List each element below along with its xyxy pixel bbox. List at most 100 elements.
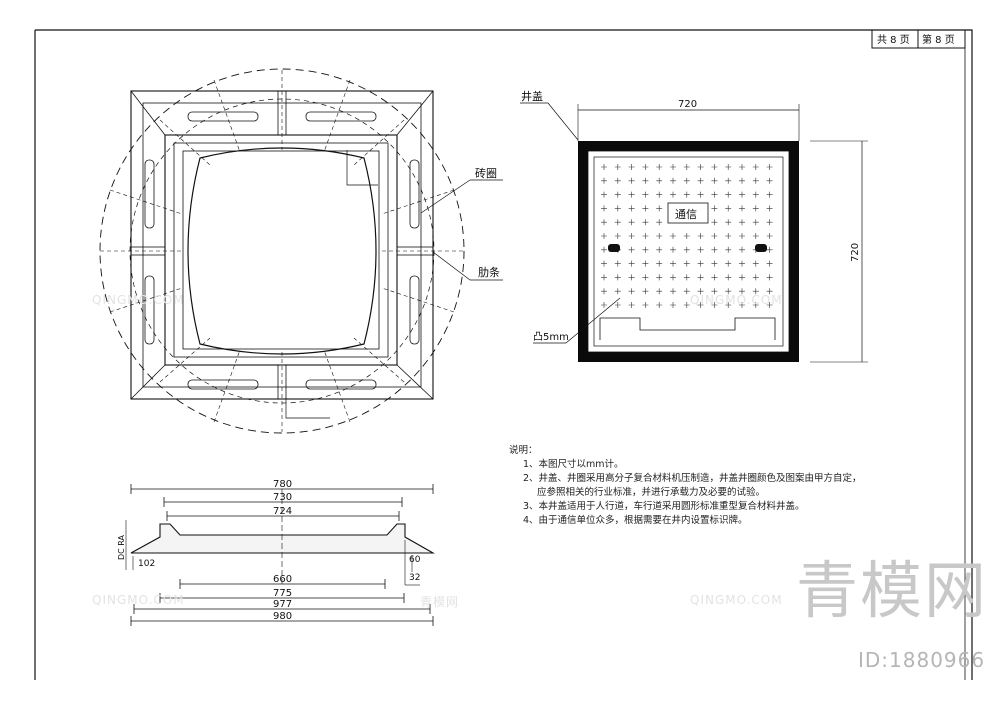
cover-stud [739, 191, 745, 198]
rib-bottom [277, 364, 287, 400]
cover-stud [752, 191, 759, 198]
section-dim-102: 102 [138, 559, 155, 569]
cover-stud [601, 288, 607, 295]
cover-label-box [667, 202, 709, 224]
cover-stud [766, 274, 773, 281]
cover-stud [656, 205, 663, 212]
cover-stud [628, 302, 635, 308]
raised-label: 凸5mm [533, 331, 569, 343]
cover-stud [642, 233, 649, 239]
cover-stud [697, 177, 704, 184]
cover-stud [628, 233, 635, 239]
cover-stud [766, 164, 773, 170]
cover-stud [766, 302, 773, 308]
cover-stud [628, 219, 635, 226]
cover-stud [739, 288, 745, 295]
section-view [125, 484, 436, 626]
cover-stud [725, 288, 732, 295]
cover-stud [725, 177, 732, 184]
cover-stud [683, 260, 690, 267]
cover-lift-hole-right [755, 244, 767, 252]
cover-stud [642, 302, 649, 308]
cover-stud [697, 246, 704, 253]
watermark-small: QINGMO.COM [690, 593, 783, 607]
cover-stud [614, 274, 621, 281]
total-pages-text: 共 8 页 [877, 34, 910, 46]
cover-stud [601, 274, 607, 281]
cover-stud [670, 164, 676, 170]
plan-view [99, 68, 503, 434]
plan-frame-square [164, 134, 398, 366]
cover-stud [614, 233, 621, 239]
cover-stud [766, 219, 773, 226]
cover-stud [614, 288, 621, 295]
cover-stud [725, 205, 732, 212]
cover-stud [642, 191, 649, 198]
cover-stud [601, 191, 607, 198]
cover-stud [601, 219, 607, 226]
cover-stud [642, 288, 649, 295]
cover-stud [752, 302, 759, 308]
cover-stud [725, 233, 732, 239]
cover-stud [614, 302, 621, 308]
cover-stud [656, 191, 663, 198]
cover-stud [642, 177, 649, 184]
cover-stud [683, 177, 690, 184]
cover-stud [601, 302, 607, 308]
cover-stud [642, 205, 649, 212]
cover-stud [711, 233, 718, 239]
watermark-small: QINGMO.COM [92, 293, 185, 307]
cover-stud [697, 260, 704, 267]
section-dim-730: 730 [273, 492, 292, 503]
cover-stud [656, 177, 663, 184]
cover-stud [656, 164, 663, 170]
cover-stud [628, 205, 635, 212]
page-number-text: 第 8 页 [922, 33, 955, 46]
cover-stud [656, 246, 663, 253]
cover-stud [614, 177, 621, 184]
cover-stud [752, 288, 759, 295]
cover-stud [670, 302, 676, 308]
cover-stud [752, 177, 759, 184]
cover-stud [752, 233, 759, 239]
cover-stud [752, 260, 759, 267]
cover-stud [656, 302, 663, 308]
cover-stud [739, 205, 745, 212]
cover-stud [697, 164, 704, 170]
cover-view: 通信 [520, 102, 868, 363]
cover-stud [752, 164, 759, 170]
cover-stud [711, 219, 718, 226]
cover-stud [601, 164, 607, 170]
cover-stud [601, 260, 607, 267]
cover-stud [614, 205, 621, 212]
cover-stud [683, 288, 690, 295]
note-2b: 应参照相关的行业标准，并进行承载力及必要的试验。 [537, 487, 766, 498]
cover-stud [711, 191, 718, 198]
plan-dashed-circle [99, 68, 465, 434]
cover-stud [739, 246, 745, 253]
cover-stud [628, 288, 635, 295]
watermark-id: ID:1880966 [858, 648, 986, 672]
cover-stud [656, 233, 663, 239]
cover-stud [670, 274, 676, 281]
rib-label: 肋条 [478, 265, 500, 279]
cover-stud [739, 233, 745, 239]
section-dim-780: 780 [273, 479, 292, 490]
cover-stud [711, 302, 718, 308]
cover-stud [711, 164, 718, 170]
cover-stud [739, 219, 745, 226]
cover-stud [656, 260, 663, 267]
cover-stud [725, 302, 732, 308]
cover-stud [739, 164, 745, 170]
cover-stud [670, 246, 676, 253]
note-1: 1、本图尺寸以mm计。 [523, 459, 624, 470]
cover-stud [683, 164, 690, 170]
cover-stud [628, 164, 635, 170]
cover-stud [739, 260, 745, 267]
watermark-small-cn: 青模网 [420, 595, 460, 609]
cover-stud [642, 260, 649, 267]
title-block: 共 8 页 第 8 页 [871, 29, 966, 49]
cover-stud [642, 219, 649, 226]
cover-stud [711, 177, 718, 184]
